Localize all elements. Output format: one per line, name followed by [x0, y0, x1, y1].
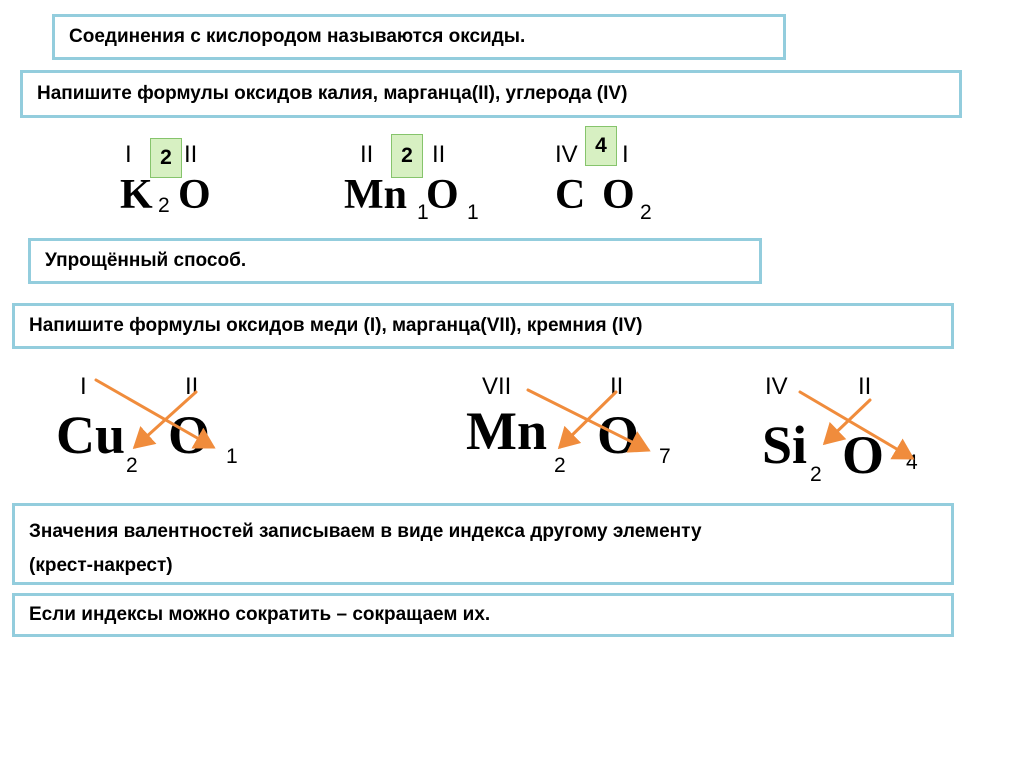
rule1-line1: Значения валентностей записываем в виде …: [29, 521, 702, 542]
valence-2: II: [184, 141, 198, 168]
element-index: 2: [126, 454, 138, 477]
valence-1: IV: [555, 141, 578, 168]
valence-1: II: [360, 141, 374, 168]
task2-text: Напишите формулы оксидов меди (I), марга…: [29, 315, 643, 336]
definition-box: Соединения с кислородом называются оксид…: [52, 14, 786, 60]
valence-1: IV: [765, 373, 788, 400]
oxygen-symbol: O: [842, 425, 885, 485]
element-index: 2: [554, 454, 566, 477]
valence-2: I: [622, 141, 629, 168]
oxygen-index: 4: [906, 451, 918, 474]
element-symbol: Si: [762, 415, 808, 475]
element-symbol: Cu: [56, 405, 126, 465]
task2-box: Напишите формулы оксидов меди (I), марга…: [12, 303, 954, 349]
oxygen-index: 1: [226, 445, 238, 468]
lcm-badge: 2: [150, 138, 182, 178]
element-index: 1: [417, 201, 429, 224]
oxygen-symbol: O: [178, 172, 211, 218]
element-index: 2: [158, 194, 170, 217]
valence-2: II: [185, 373, 199, 400]
rule2-box: Если индексы можно сократить – сокращаем…: [12, 593, 954, 637]
oxygen-index: 7: [659, 445, 671, 468]
valence-2: II: [610, 373, 624, 400]
oxygen-index: 2: [640, 201, 652, 224]
oxygen-index: 1: [467, 201, 479, 224]
valence-1: I: [125, 141, 132, 168]
element-symbol: K: [120, 172, 153, 218]
valence-1: VII: [482, 373, 512, 400]
task1-box: Напишите формулы оксидов калия, марганца…: [20, 70, 962, 118]
element-symbol: C: [555, 172, 586, 218]
valence-1: I: [80, 373, 87, 400]
rule1-box: Значения валентностей записываем в виде …: [12, 503, 954, 585]
rule1-line2: (крест-накрест): [29, 555, 173, 576]
oxygen-symbol: O: [602, 172, 635, 218]
simplified-box: Упрощённый способ.: [28, 238, 762, 284]
definition-text: Соединения с кислородом называются оксид…: [69, 26, 526, 47]
element-index: 2: [810, 463, 822, 486]
element-symbol: Mn: [466, 401, 547, 461]
simplified-text: Упрощённый способ.: [45, 250, 247, 271]
oxygen-symbol: O: [426, 172, 459, 218]
valence-2: II: [432, 141, 446, 168]
element-symbol: Mn: [344, 172, 407, 218]
valence-2: II: [858, 373, 872, 400]
task1-text: Напишите формулы оксидов калия, марганца…: [37, 83, 628, 104]
rule2-text: Если индексы можно сократить – сокращаем…: [29, 604, 491, 625]
lcm-badge: 4: [585, 126, 617, 166]
lcm-badge: 2: [391, 134, 423, 178]
oxygen-symbol: O: [168, 405, 211, 465]
oxygen-symbol: O: [597, 405, 640, 465]
